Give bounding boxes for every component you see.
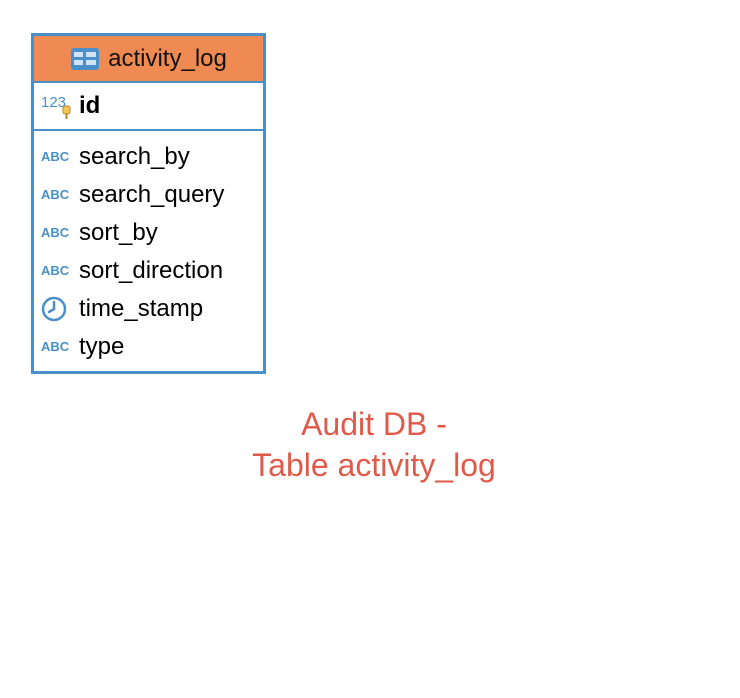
primary-key-name: id: [79, 92, 101, 119]
text-type-icon: ABC: [41, 182, 75, 208]
text-type-icon: ABC: [41, 258, 75, 284]
column-name: type: [79, 333, 125, 360]
svg-text:123: 123: [41, 94, 66, 111]
numeric-key-icon: 123: [41, 94, 71, 119]
column-row[interactable]: ABC search_query: [34, 176, 263, 214]
svg-text:ABC: ABC: [41, 263, 70, 278]
column-name: search_query: [79, 181, 225, 208]
entity-activity-log[interactable]: activity_log 123 id ABC search_by ABC se…: [31, 33, 266, 374]
column-name: time_stamp: [79, 295, 204, 322]
entity-header: activity_log: [34, 36, 263, 83]
column-row[interactable]: time_stamp: [34, 290, 263, 328]
column-name: search_by: [79, 143, 190, 170]
svg-text:ABC: ABC: [41, 225, 70, 240]
column-name: sort_by: [79, 219, 158, 246]
table-icon: [71, 47, 100, 70]
column-name: sort_direction: [79, 257, 224, 284]
column-row[interactable]: ABC sort_direction: [34, 252, 263, 290]
diagram-caption: Audit DB - Table activity_log: [0, 404, 740, 486]
svg-text:ABC: ABC: [41, 339, 70, 354]
primary-key-row[interactable]: 123 id: [34, 83, 263, 131]
text-type-icon: ABC: [41, 144, 75, 170]
text-type-icon: ABC: [41, 220, 75, 246]
text-type-icon: ABC: [41, 334, 75, 360]
column-list: ABC search_by ABC search_query ABC sort_…: [34, 131, 263, 371]
caption-line-1: Audit DB -: [301, 406, 447, 442]
svg-text:ABC: ABC: [41, 187, 70, 202]
column-row[interactable]: ABC type: [34, 328, 263, 366]
clock-icon: [41, 296, 75, 322]
caption-line-2: Table activity_log: [252, 447, 496, 483]
column-row[interactable]: ABC search_by: [34, 138, 263, 176]
svg-text:ABC: ABC: [41, 149, 70, 164]
entity-title: activity_log: [108, 44, 227, 72]
column-row[interactable]: ABC sort_by: [34, 214, 263, 252]
